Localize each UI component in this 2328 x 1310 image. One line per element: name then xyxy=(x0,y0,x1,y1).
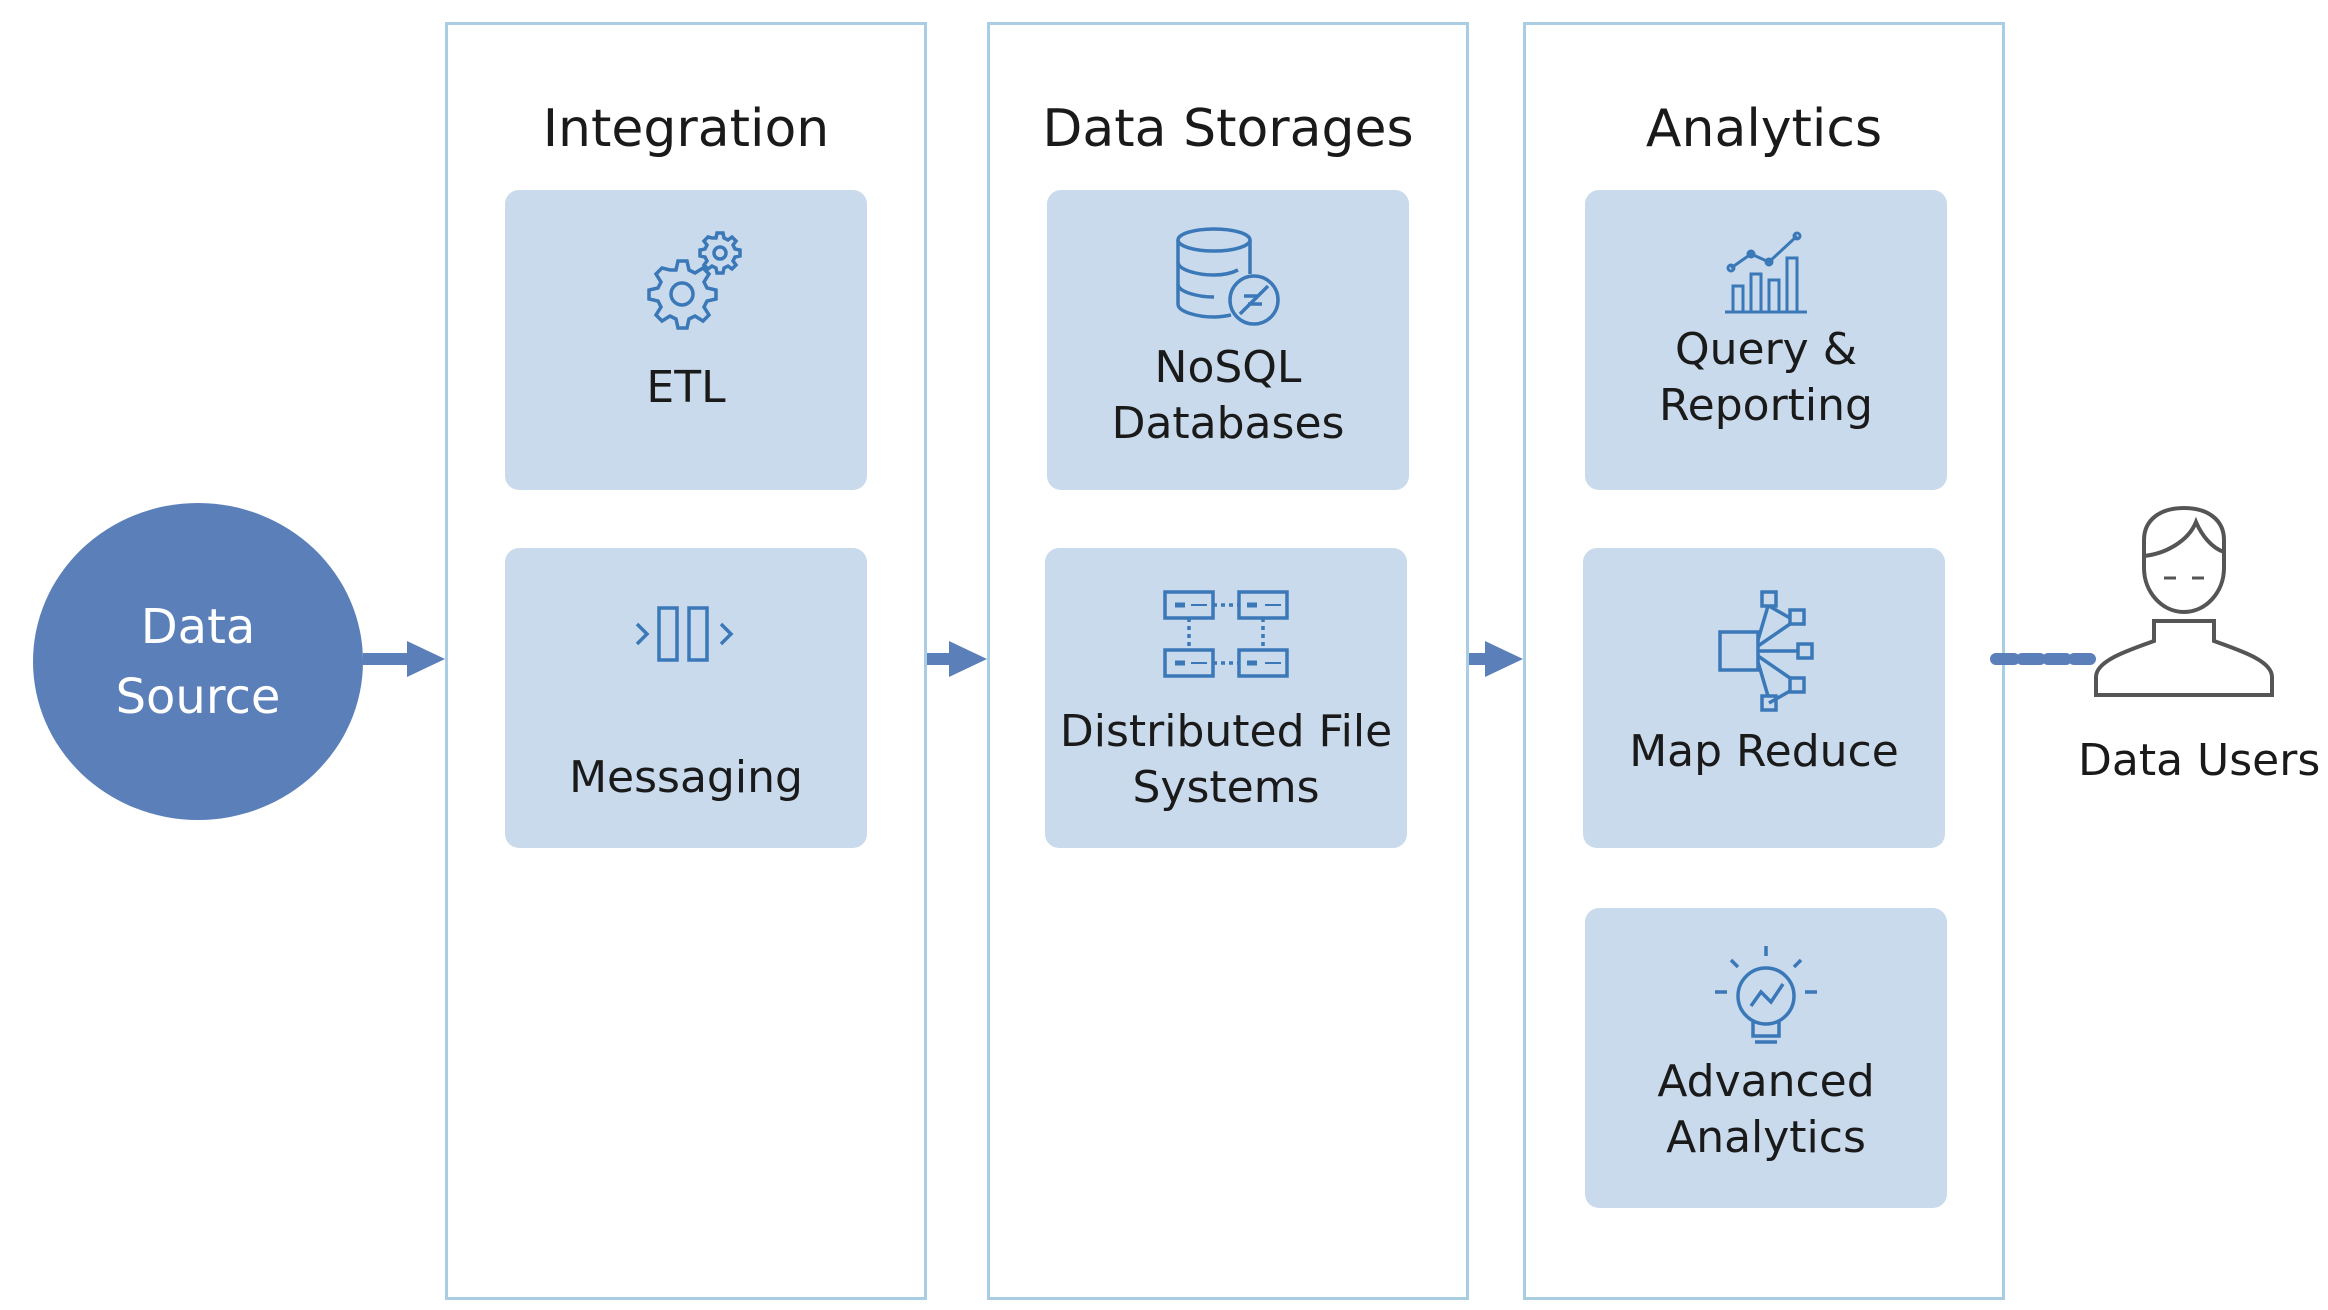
arrow-integration-to-storages xyxy=(927,641,987,677)
data-source-label-line1: Data xyxy=(140,598,256,655)
map-reduce-label: Map Reduce xyxy=(1629,726,1899,777)
data-source-label-line2: Source xyxy=(115,668,281,725)
distributed-file-systems-label-line2: Systems xyxy=(1132,762,1320,813)
map-reduce-icon xyxy=(1718,590,1814,712)
query-reporting-label-line1: Query & xyxy=(1674,324,1857,375)
file-system-icon xyxy=(1163,590,1289,678)
message-queue-icon xyxy=(635,606,734,662)
messaging-card: Messaging xyxy=(505,548,867,848)
nosql-card: NoSQL Databases xyxy=(1047,190,1409,490)
gears-icon xyxy=(647,231,742,330)
data-users-label: Data Users xyxy=(2078,735,2321,786)
query-reporting-card: Query & Reporting xyxy=(1585,190,1947,490)
user-icon xyxy=(2094,505,2274,697)
analytics-title: Analytics xyxy=(1645,99,1883,159)
advanced-analytics-card: Advanced Analytics xyxy=(1585,908,1947,1208)
distributed-file-systems-card: Distributed File Systems xyxy=(1045,548,1407,848)
bar-chart-icon xyxy=(1725,231,1807,314)
nosql-label-line2: Databases xyxy=(1111,398,1345,449)
data-source-node: Data Source xyxy=(33,503,363,820)
advanced-analytics-label-line2: Analytics xyxy=(1666,1112,1866,1163)
data-storages-title: Data Storages xyxy=(1042,99,1414,159)
nosql-database-icon xyxy=(1176,227,1280,326)
integration-title: Integration xyxy=(542,99,830,159)
nosql-label-line1: NoSQL xyxy=(1154,342,1302,393)
lightbulb-analytics-icon xyxy=(1715,946,1817,1044)
messaging-label: Messaging xyxy=(569,752,803,803)
etl-card: ETL xyxy=(505,190,867,490)
advanced-analytics-label-line1: Advanced xyxy=(1657,1056,1875,1107)
map-reduce-card: Map Reduce xyxy=(1583,548,1945,848)
query-reporting-label-line2: Reporting xyxy=(1659,380,1873,431)
etl-label: ETL xyxy=(646,362,726,413)
distributed-file-systems-label-line1: Distributed File xyxy=(1059,706,1393,757)
arrow-source-to-integration xyxy=(363,641,445,677)
arrow-storages-to-analytics xyxy=(1469,641,1523,677)
